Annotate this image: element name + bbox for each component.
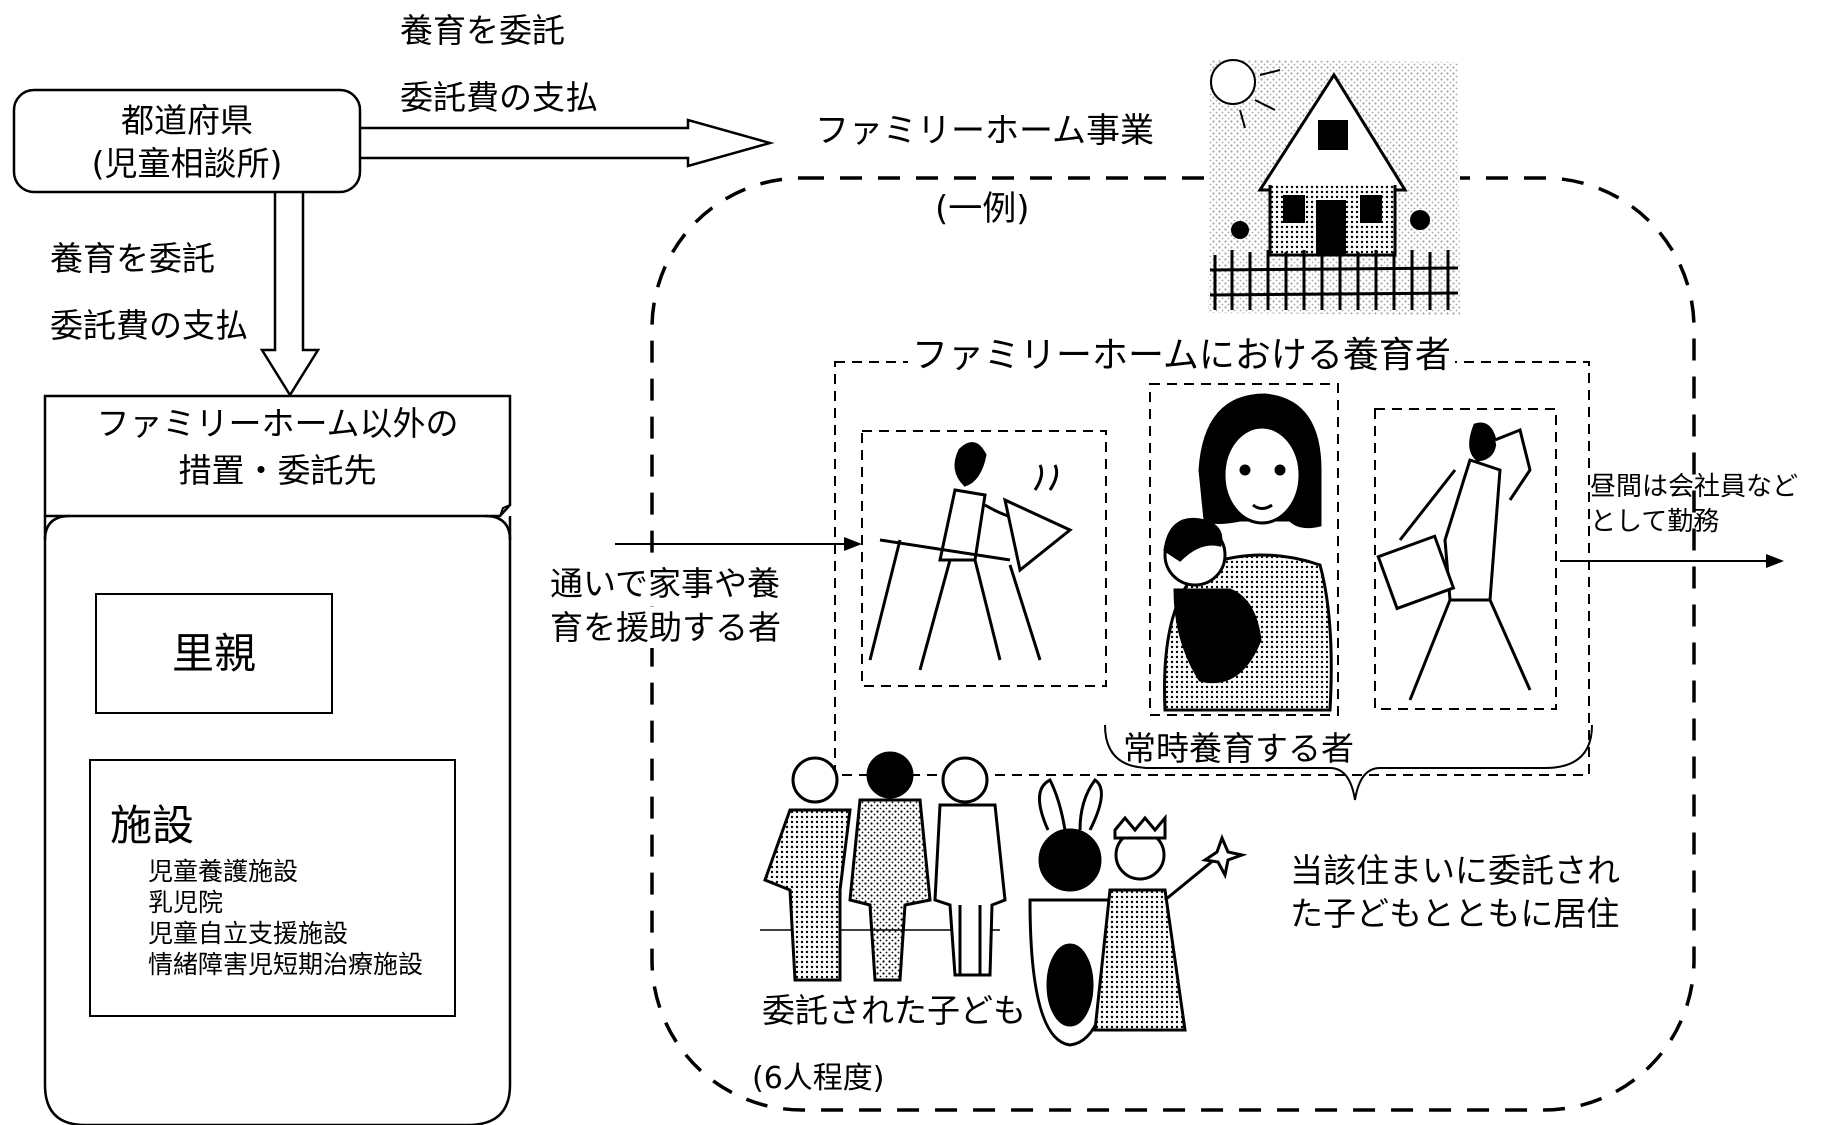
- other-placements-title-2: 措置・委託先: [178, 451, 377, 490]
- facility-item-3: 児童自立支援施設: [148, 919, 349, 948]
- children-count: (6人程度): [752, 1060, 885, 1098]
- children-label: 委託された子ども: [762, 990, 1026, 1032]
- arrow-left-label-1: 養育を委託: [50, 239, 215, 278]
- businessman-illustration: [1376, 422, 1532, 701]
- caregivers-label: ファミリーホームにおける養育者: [908, 333, 1455, 378]
- arrow-top-label-2: 委託費の支払: [400, 78, 598, 117]
- work-arrow: [1560, 554, 1784, 568]
- house-illustration: [1208, 59, 1460, 315]
- prefecture-title: 都道府県: [121, 101, 253, 140]
- helper-label-1: 通いで家事や養: [550, 563, 781, 605]
- helper-illustration-box: [861, 430, 1107, 687]
- arrow-to-other-placements: [259, 192, 321, 398]
- helper-label-2: 育を援助する者: [550, 607, 781, 649]
- residence-label-1: 当該住まいに委託され: [1290, 851, 1620, 890]
- facilities-heading: 施設: [110, 801, 195, 850]
- arrow-left-label-2: 委託費の支払: [50, 306, 248, 345]
- family-home-boundary: [650, 176, 1696, 1112]
- fulltime-caregiver-label: 常時養育する者: [1123, 729, 1354, 768]
- facility-item-1: 児童養護施設: [148, 857, 299, 886]
- prefecture-subtitle: (児童相談所): [91, 144, 283, 183]
- arrow-to-family-home: [360, 118, 775, 168]
- children-illustration: [760, 751, 1248, 1047]
- helper-figure-illustration: [868, 442, 1073, 671]
- facility-item-4: 情緒障害児短期治療施設: [148, 950, 424, 979]
- daytime-work-label-2: として勤務: [1590, 507, 1720, 537]
- helper-arrow: [615, 537, 862, 551]
- prefecture-box: [12, 88, 362, 194]
- other-placements-container: [43, 516, 512, 1125]
- foster-parents-label: 里親: [171, 629, 256, 678]
- arrow-top-label-1: 養育を委託: [400, 11, 565, 50]
- residence-label-2: た子どもとともに居住: [1290, 894, 1620, 933]
- family-home-example: (一例): [935, 189, 1030, 229]
- residence-bracket: [1104, 724, 1593, 801]
- facility-item-2: 乳児院: [148, 888, 224, 917]
- other-placements-title-1: ファミリーホーム以外の: [96, 404, 459, 443]
- mother-child-illustration: [1163, 393, 1333, 712]
- facilities-box: [89, 759, 456, 1017]
- family-home-title: ファミリーホーム事業: [815, 111, 1154, 151]
- daytime-work-label-1: 昼間は会社員など: [1590, 472, 1799, 502]
- other-placements-header-box: [43, 394, 512, 518]
- foster-parents-box: [95, 593, 333, 714]
